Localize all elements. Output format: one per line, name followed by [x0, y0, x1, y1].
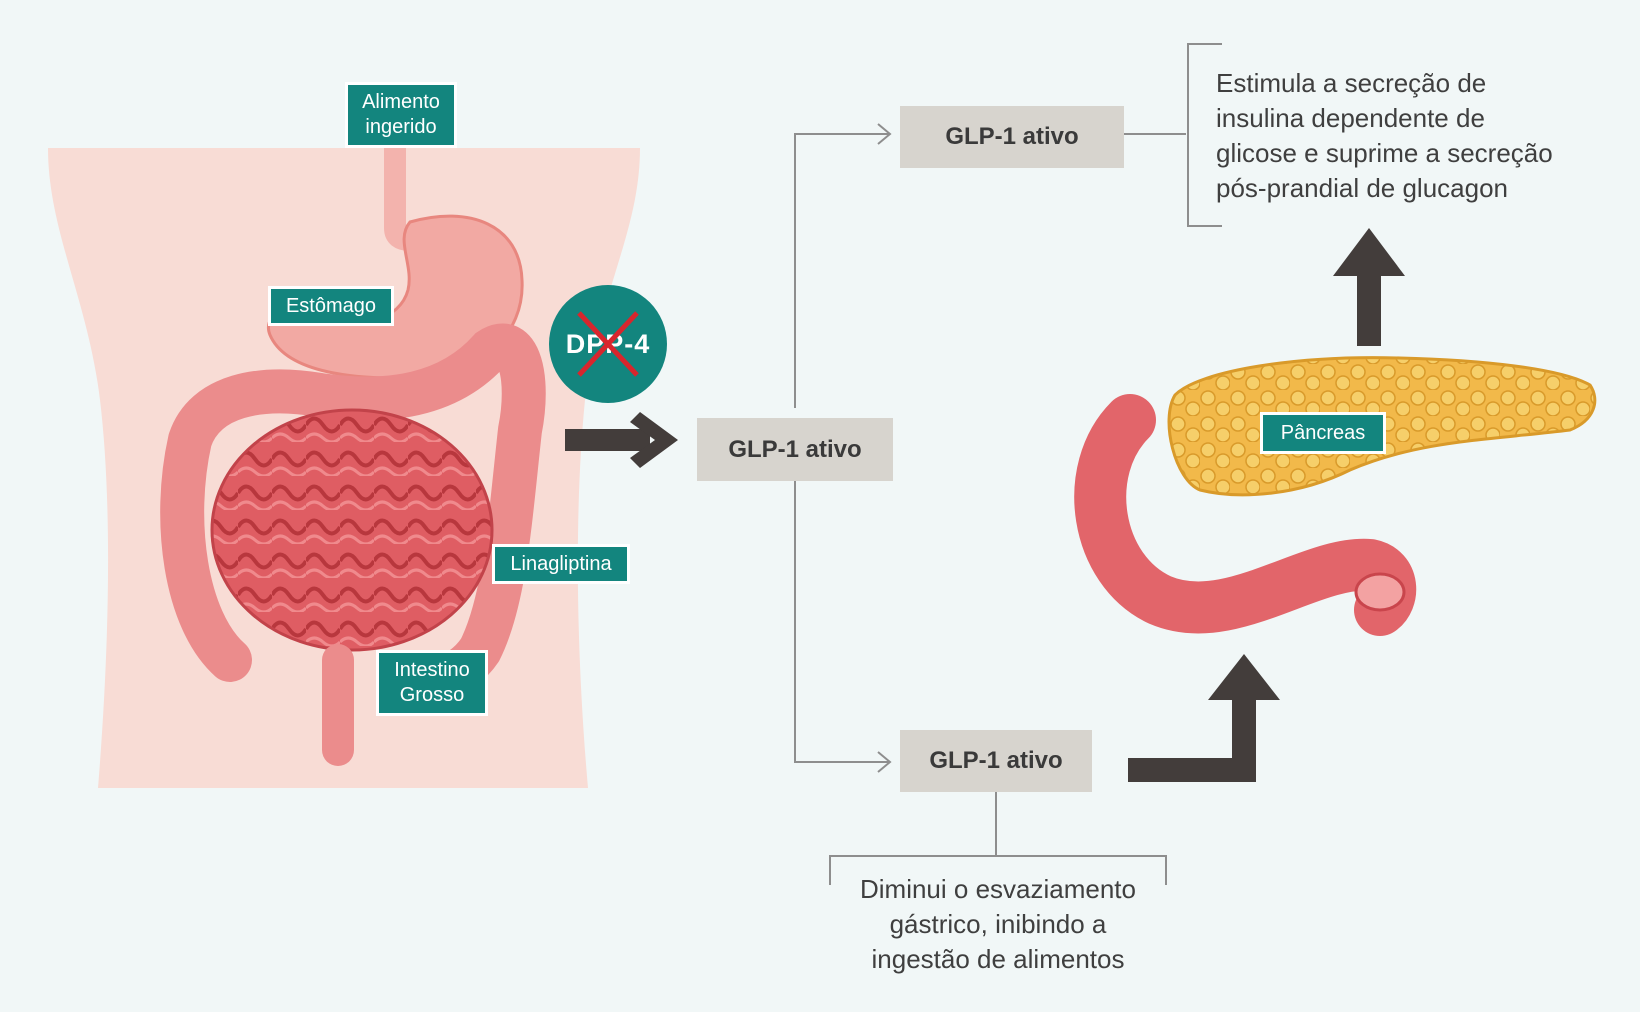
- glp1-top-box: GLP-1 ativo: [900, 106, 1124, 168]
- label-stomach: Estômago: [268, 286, 394, 326]
- duodenum-organ: [1074, 394, 1417, 636]
- glp1-to-pancreas-arrow: [1128, 690, 1256, 782]
- glp1-center-box: GLP-1 ativo: [697, 418, 893, 481]
- effect-top-text: Estimula a secreção de insulina dependen…: [1216, 68, 1553, 203]
- branch-lines: [794, 133, 890, 763]
- effect-bottom-text: Diminui o esvaziamento gástrico, inibind…: [859, 874, 1136, 974]
- top-effect-bracket: [1187, 43, 1222, 227]
- inhibited-cross-icon: [577, 311, 639, 377]
- large-intestine-organ: [160, 323, 546, 703]
- label-large-intestine: Intestino Grosso: [376, 650, 488, 716]
- label-food-ingested: Alimento ingerido: [345, 82, 457, 148]
- bottom-effect-bracket: [829, 855, 1167, 885]
- label-pancreas: Pâncreas: [1260, 412, 1386, 454]
- dpp4-enzyme-badge: DPP-4: [549, 285, 667, 403]
- small-intestine-organ: [210, 408, 494, 652]
- stomach-organ: [266, 214, 524, 380]
- glp1-bottom-box: GLP-1 ativo: [900, 730, 1092, 792]
- label-linagliptin: Linagliptina: [492, 544, 630, 584]
